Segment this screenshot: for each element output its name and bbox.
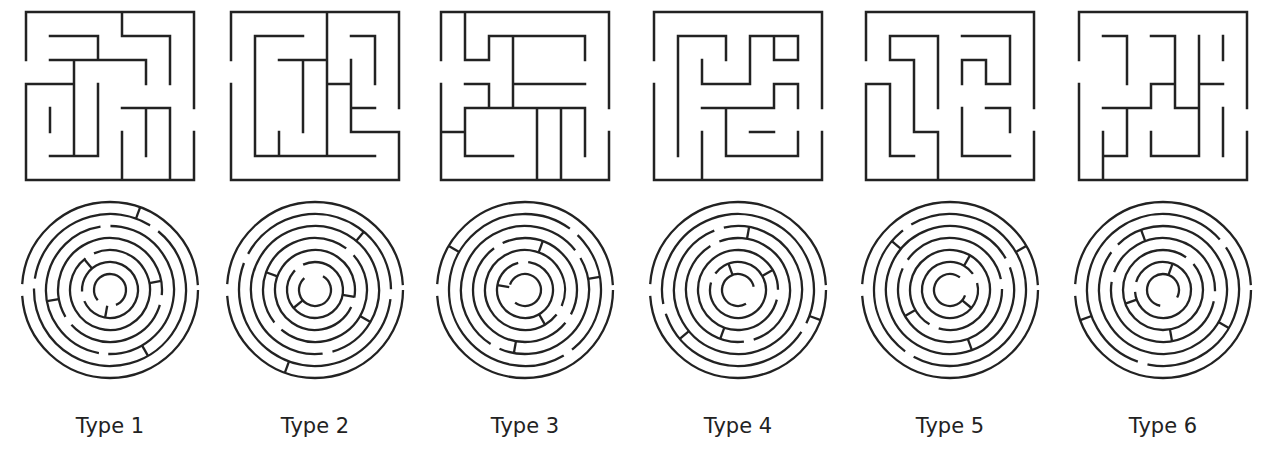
type-label: Type 5 — [916, 414, 984, 439]
type-label: Type 6 — [1129, 414, 1197, 439]
type-label: Type 4 — [704, 414, 772, 439]
square-maze — [26, 12, 194, 180]
round-maze — [6, 186, 214, 394]
round-maze — [1075, 202, 1251, 378]
square-maze — [866, 12, 1034, 180]
round-maze — [843, 183, 1057, 397]
square-maze — [441, 12, 609, 180]
round-maze — [418, 183, 632, 397]
type-label: Type 3 — [491, 414, 559, 439]
type-label: Type 1 — [76, 414, 144, 439]
square-maze — [231, 12, 399, 180]
round-maze — [641, 193, 836, 388]
type-label: Type 2 — [281, 414, 349, 439]
square-maze — [654, 12, 822, 180]
round-maze — [227, 202, 403, 378]
square-maze — [1079, 12, 1247, 180]
